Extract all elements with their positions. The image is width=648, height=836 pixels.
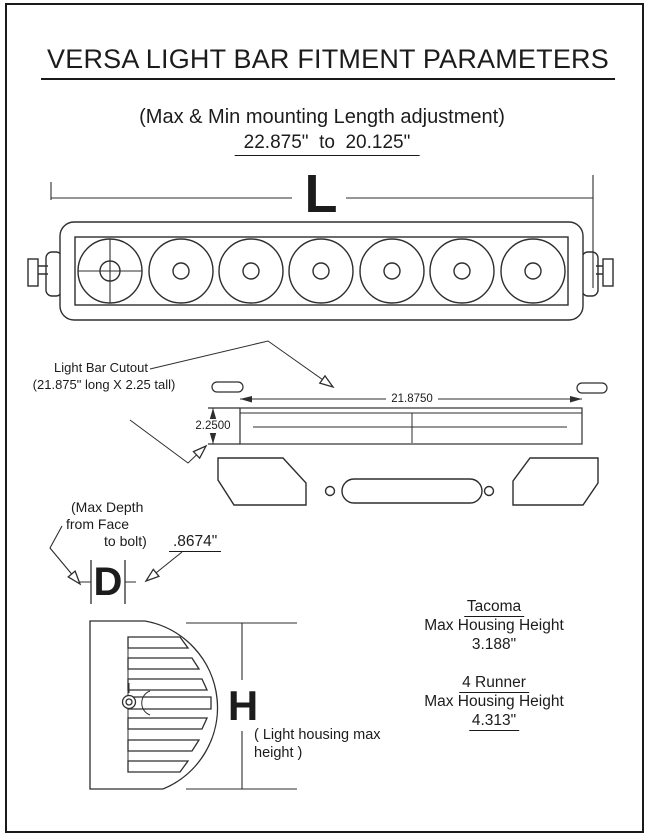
page-title: VERSA LIGHT BAR FITMENT PARAMETERS <box>41 44 615 81</box>
depth-callout-line1: (Max Depth <box>71 499 144 515</box>
depth-detail-drawing <box>49 525 183 604</box>
subtitle: (Max & Min mounting Length adjustment) <box>139 106 505 128</box>
cutout-callout-line1: Light Bar Cutout <box>54 360 148 375</box>
tacoma-caption: Max Housing Height <box>424 617 564 634</box>
cutout-drawing <box>129 340 608 464</box>
cutout-width-dimension: 21.8750 <box>391 393 433 405</box>
light-bar-drawing <box>27 221 614 321</box>
dimension-arrowheads <box>209 396 582 444</box>
housing-drawing <box>89 620 297 790</box>
four-runner-caption: Max Housing Height <box>424 693 564 710</box>
housing-height-label: H <box>227 682 259 729</box>
four-runner-vehicle-name: 4 Runner <box>459 674 529 693</box>
depth-callout-line3: to bolt) <box>104 533 147 549</box>
bumper-drawing <box>217 457 599 506</box>
tacoma-spec-block: Tacoma Max Housing Height 3.188" <box>424 597 564 654</box>
length-range: 22.875" to 20.125" <box>234 132 420 157</box>
housing-note-line1: ( Light housing max <box>254 727 381 743</box>
tacoma-vehicle-name: Tacoma <box>463 598 525 617</box>
four-runner-spec-block: 4 Runner Max Housing Height 4.313" <box>424 673 564 731</box>
tacoma-value: 3.188" <box>471 636 517 653</box>
depth-value: .8674" <box>169 533 222 553</box>
cutout-height-dimension: 2.2500 <box>195 420 231 432</box>
housing-note-line2: height ) <box>254 745 303 761</box>
led-lenses <box>77 238 566 304</box>
four-runner-value: 4.313" <box>468 712 520 731</box>
heat-sink-fins <box>127 636 212 773</box>
depth-callout-line2: from Face <box>66 516 130 532</box>
cutout-callout-line2: (21.875" long X 2.25 tall) <box>32 377 176 392</box>
depth-dim-label: D <box>93 560 123 604</box>
length-dimension-lines <box>50 175 594 288</box>
length-dim-label: L <box>304 164 338 224</box>
